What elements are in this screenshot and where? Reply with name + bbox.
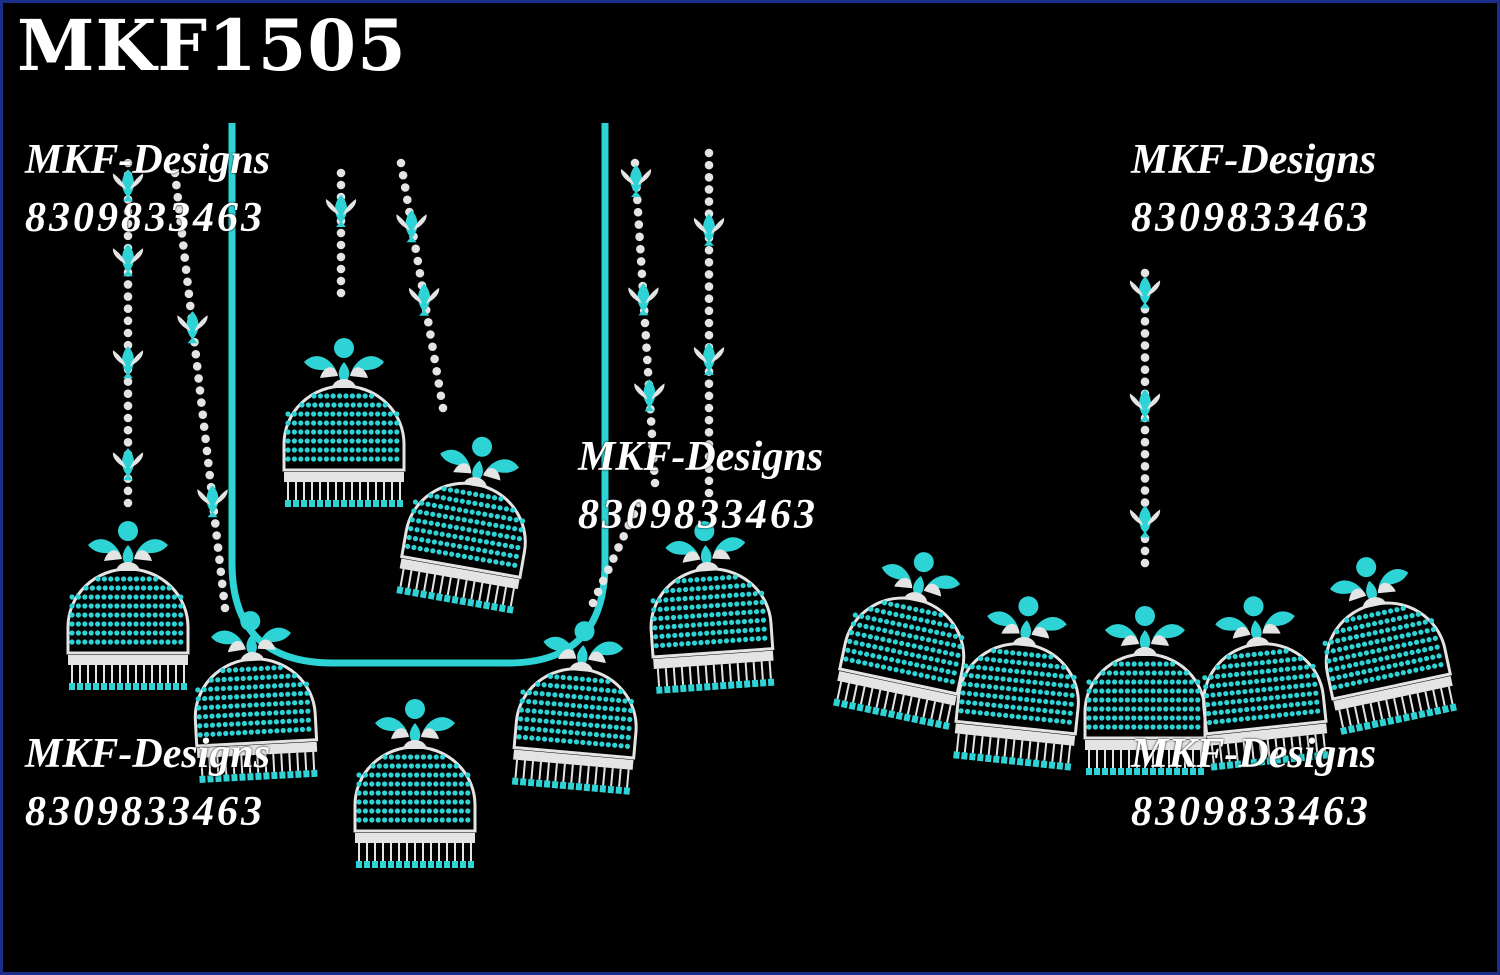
leaf-motif [112,244,144,277]
bead-chain [620,158,665,488]
leaf-motif [112,346,144,379]
watermark-top-right: MKF-Designs 8309833463 [1131,131,1376,247]
bead-chains [112,148,1161,613]
jhumka-motif [649,521,775,694]
watermark-center: MKF-Designs 8309833463 [578,428,823,544]
jhumka-motif [66,521,190,690]
leaf-motif [325,195,357,227]
jhumka-motif [396,436,527,614]
embroidery-artwork [66,123,1457,868]
leaf-motif [693,213,725,246]
leaf-motif [1129,505,1161,538]
leaf-motif [1129,389,1161,422]
bead-chain [588,498,644,608]
leaf-motif [197,485,228,518]
watermark-bottom-right: MKF-Designs 8309833463 [1131,725,1376,841]
bead-chain [396,158,448,413]
leaf-motif [396,210,427,243]
watermark-brand: MKF-Designs [578,434,824,480]
watermark-brand: MKF-Designs [25,137,271,183]
watermark-brand: MKF-Designs [1131,137,1377,183]
design-code-title: MKF1505 [17,4,407,87]
leaf-motif [620,165,652,197]
leaf-motif [634,379,665,412]
watermark-top-left: MKF-Designs 8309833463 [25,131,270,247]
leaf-motif [1129,276,1161,309]
jhumka-motif [953,596,1080,771]
bead-chain [1129,268,1161,568]
watermark-phone: 8309833463 [25,789,265,835]
jhumka-motif [511,621,638,795]
watermark-phone: 8309833463 [578,492,818,538]
jhumka-motif [833,552,966,730]
jhumka-motifs [66,338,1457,868]
bead-chain [170,168,230,613]
leaf-motif [112,169,144,202]
watermark-phone: 8309833463 [1131,195,1371,241]
leaf-motif [693,343,725,375]
watermark-brand: MKF-Designs [1131,731,1377,777]
jhumka-motif [353,699,477,868]
bead-chain [325,168,357,298]
neckline-outline [228,123,609,667]
leaf-motif [177,311,208,344]
jhumka-motif [1322,557,1457,735]
jhumka-motif [282,338,406,507]
bead-chain [693,148,725,498]
jhumka-motif [1083,606,1207,775]
leaf-motif [628,283,659,316]
watermark-phone: 8309833463 [1131,789,1371,835]
watermark-brand: MKF-Designs [25,731,271,777]
leaf-motif [112,448,144,481]
bead-chain [112,158,144,508]
jhumka-motif [1202,596,1329,771]
leaf-motif [408,283,440,316]
watermark-phone: 8309833463 [25,195,265,241]
watermark-bottom-left: MKF-Designs 8309833463 [25,725,270,841]
jhumka-motif [193,611,319,783]
